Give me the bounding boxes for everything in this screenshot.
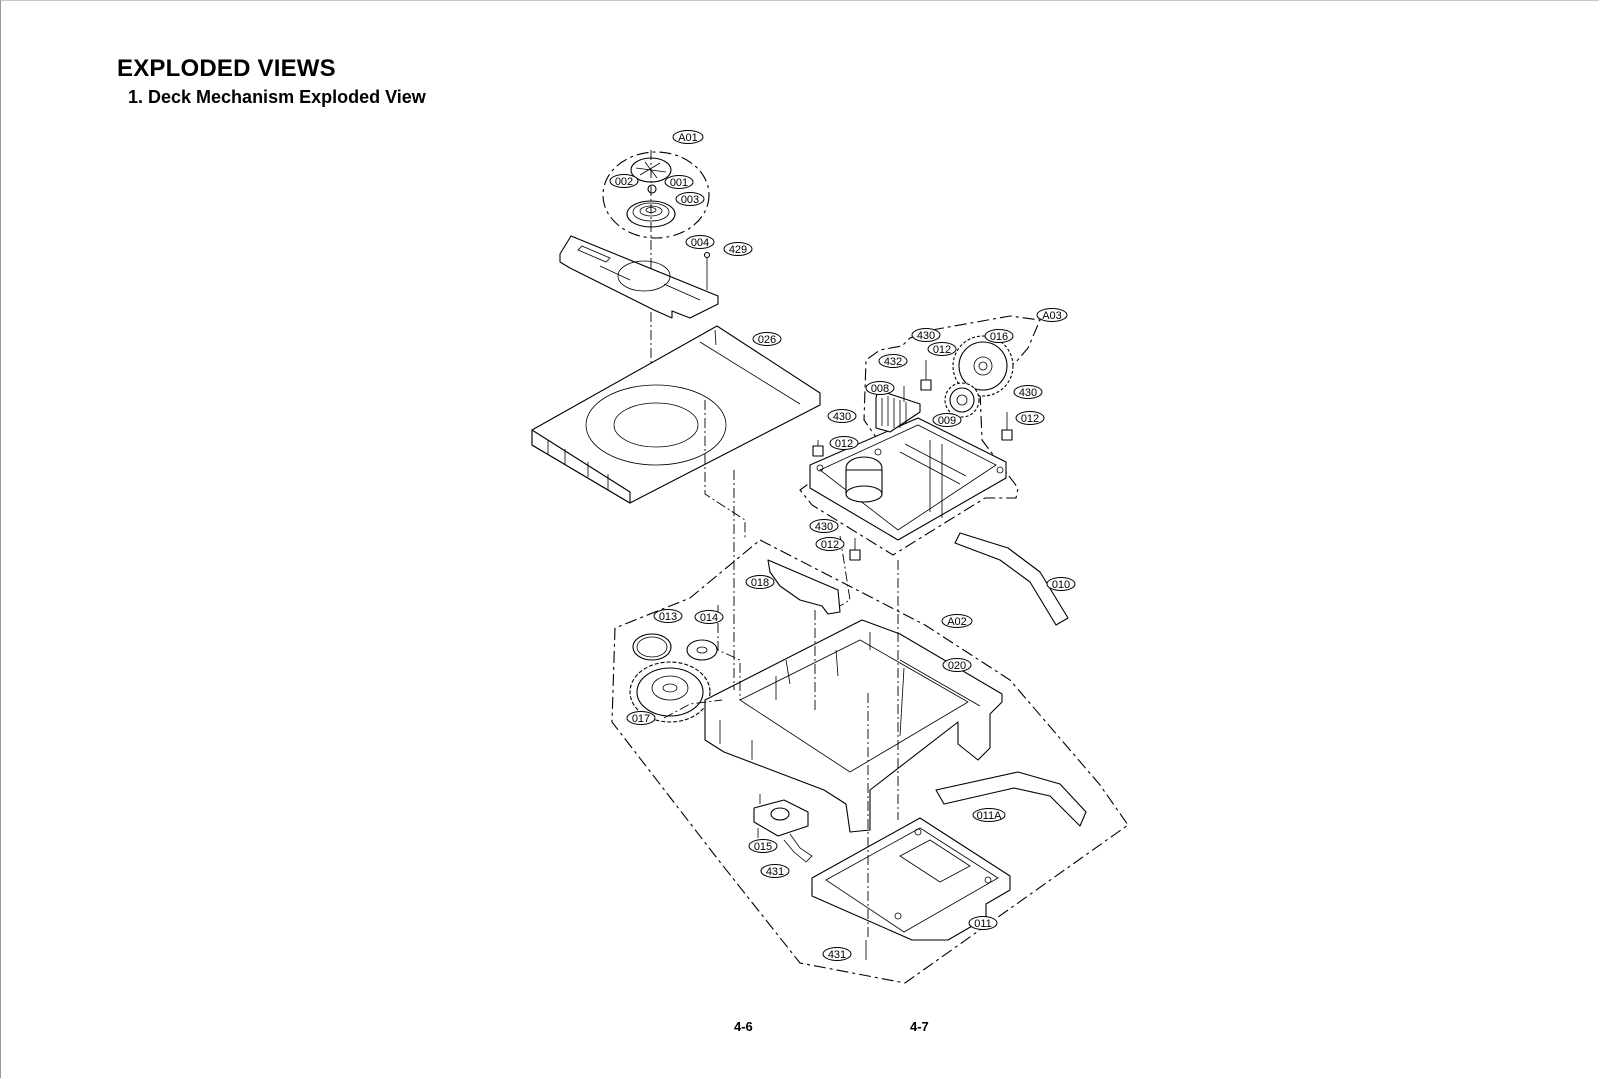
callout-A01: A01 bbox=[672, 130, 704, 144]
svg-text:020: 020 bbox=[948, 660, 966, 672]
callout-430-right: 430 bbox=[1013, 385, 1043, 399]
loading-motor-015 bbox=[753, 794, 813, 863]
svg-text:002: 002 bbox=[615, 176, 633, 188]
callout-001: 001 bbox=[664, 175, 694, 189]
callout-004: 004 bbox=[685, 235, 715, 249]
callout-020: 020 bbox=[942, 658, 972, 672]
svg-text:001: 001 bbox=[670, 177, 688, 189]
svg-text:018: 018 bbox=[751, 577, 769, 589]
svg-text:015: 015 bbox=[754, 841, 772, 853]
svg-text:026: 026 bbox=[758, 334, 776, 346]
assembly-guide-lines bbox=[663, 470, 899, 960]
callout-431-middle: 431 bbox=[760, 864, 790, 878]
belt-013 bbox=[632, 633, 672, 661]
callout-002: 002 bbox=[609, 174, 639, 188]
group-outline-a01 bbox=[602, 151, 710, 239]
svg-text:012: 012 bbox=[933, 344, 951, 356]
flat-cable-010 bbox=[954, 532, 1069, 626]
page-number-left: 4-6 bbox=[734, 1019, 753, 1034]
flat-cable-011a bbox=[935, 771, 1087, 827]
callout-016: 016 bbox=[984, 329, 1014, 343]
svg-text:014: 014 bbox=[700, 612, 718, 624]
callout-432: 432 bbox=[878, 354, 908, 368]
screws-and-dampers bbox=[812, 360, 1013, 561]
callout-003: 003 bbox=[675, 192, 705, 206]
callout-010: 010 bbox=[1046, 577, 1076, 591]
callout-012-right: 012 bbox=[1015, 411, 1045, 425]
svg-text:430: 430 bbox=[1019, 387, 1037, 399]
callout-012-left: 012 bbox=[829, 436, 859, 450]
callout-008: 008 bbox=[865, 381, 895, 395]
group-outline-a03 bbox=[799, 315, 1041, 556]
svg-text:A03: A03 bbox=[1042, 310, 1062, 322]
callout-430-left: 430 bbox=[827, 409, 857, 423]
gear-017 bbox=[629, 661, 711, 723]
callout-015: 015 bbox=[748, 839, 778, 853]
page-title: EXPLODED VIEWS bbox=[117, 55, 336, 82]
callout-013: 013 bbox=[653, 609, 683, 623]
svg-text:430: 430 bbox=[815, 521, 833, 533]
svg-text:431: 431 bbox=[766, 866, 784, 878]
svg-text:017: 017 bbox=[632, 713, 650, 725]
disc-tray bbox=[531, 325, 821, 540]
sled-rack bbox=[875, 389, 921, 433]
callout-011: 011 bbox=[968, 916, 998, 930]
gear-009 bbox=[944, 382, 980, 418]
svg-text:008: 008 bbox=[871, 383, 889, 395]
svg-text:010: 010 bbox=[1052, 579, 1070, 591]
svg-text:016: 016 bbox=[990, 331, 1008, 343]
svg-text:004: 004 bbox=[691, 237, 709, 249]
svg-text:A01: A01 bbox=[678, 132, 698, 144]
callout-430-top: 430 bbox=[911, 328, 941, 342]
svg-text:429: 429 bbox=[729, 244, 747, 256]
svg-text:012: 012 bbox=[821, 539, 839, 551]
callout-026: 026 bbox=[752, 332, 782, 346]
svg-text:432: 432 bbox=[884, 356, 902, 368]
svg-text:430: 430 bbox=[917, 330, 935, 342]
callout-431-bottom: 431 bbox=[822, 947, 852, 961]
svg-text:013: 013 bbox=[659, 611, 677, 623]
callout-A02: A02 bbox=[941, 614, 973, 628]
callout-014: 014 bbox=[694, 610, 724, 624]
clamper-holder-plate bbox=[559, 235, 719, 319]
bracket-018 bbox=[767, 559, 841, 615]
svg-text:009: 009 bbox=[938, 415, 956, 427]
svg-text:431: 431 bbox=[828, 949, 846, 961]
gear-016 bbox=[952, 335, 1014, 397]
callout-011A: 011A bbox=[972, 808, 1006, 822]
svg-text:003: 003 bbox=[681, 194, 699, 206]
svg-text:011: 011 bbox=[974, 918, 992, 930]
page-number-right: 4-7 bbox=[910, 1019, 929, 1034]
pulley-014 bbox=[686, 639, 718, 661]
callout-012-bottom: 012 bbox=[815, 537, 845, 551]
callout-430-bottom: 430 bbox=[809, 519, 839, 533]
callout-017: 017 bbox=[626, 711, 656, 725]
bottom-base-011 bbox=[811, 817, 1011, 941]
callout-429: 429 bbox=[723, 242, 753, 256]
section-subtitle: 1. Deck Mechanism Exploded View bbox=[128, 87, 426, 107]
traverse-assembly bbox=[809, 417, 1007, 541]
svg-text:011A: 011A bbox=[977, 810, 1003, 822]
group-outline-a02 bbox=[611, 539, 1129, 984]
callout-018: 018 bbox=[745, 575, 775, 589]
callout-009: 009 bbox=[932, 413, 962, 427]
svg-text:430: 430 bbox=[833, 411, 851, 423]
callout-A03: A03 bbox=[1036, 308, 1068, 322]
svg-text:A02: A02 bbox=[947, 616, 967, 628]
svg-text:012: 012 bbox=[835, 438, 853, 450]
chassis-020 bbox=[704, 619, 1003, 833]
callout-012-top: 012 bbox=[927, 342, 957, 356]
svg-text:012: 012 bbox=[1021, 413, 1039, 425]
